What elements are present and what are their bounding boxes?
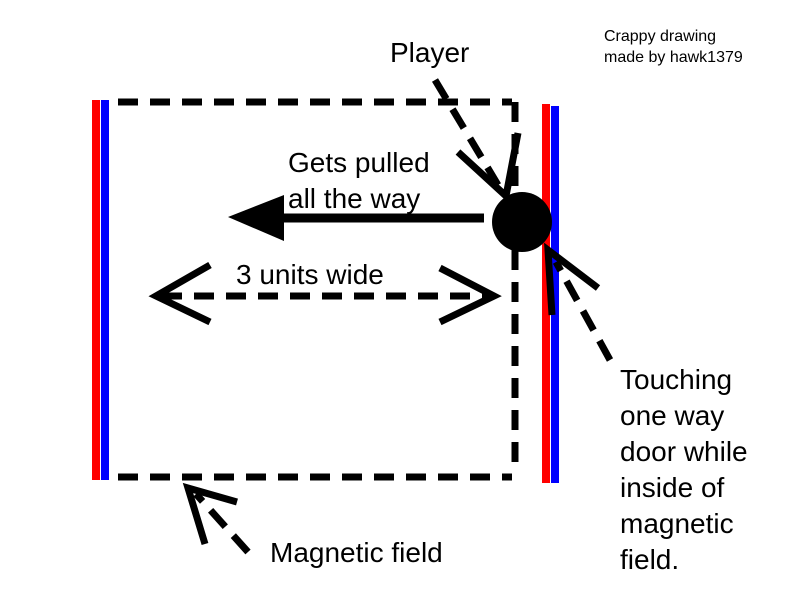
field-pointer-arrow xyxy=(182,482,251,555)
left-one-way-door xyxy=(92,100,109,480)
pulled-label-line-2: all the way xyxy=(288,183,420,214)
touching-pointer-arrow xyxy=(544,242,614,362)
credit-line-2: made by hawk1379 xyxy=(604,49,743,66)
touching-label-line-5: magnetic xyxy=(620,508,734,539)
player-label: Player xyxy=(390,37,469,68)
touching-label-line-3: door while xyxy=(620,436,748,467)
player-pointer-arrow xyxy=(431,78,522,203)
player-arrow-head xyxy=(455,132,522,203)
touching-label-line-2: one way xyxy=(620,400,724,431)
touching-label-line-4: inside of xyxy=(620,472,725,503)
player-arrow-shaft xyxy=(431,78,502,187)
pull-arrow-head xyxy=(228,195,284,241)
width-label: 3 units wide xyxy=(236,259,384,290)
field-arrow-shaft xyxy=(193,491,251,555)
touching-arrow-shaft xyxy=(552,260,614,362)
width-arrow-right-head xyxy=(438,264,502,326)
width-double-arrow xyxy=(148,261,502,326)
pulled-label-line-1: Gets pulled xyxy=(288,147,430,178)
touching-label-line-6: field. xyxy=(620,544,679,575)
credit-line-1: Crappy drawing xyxy=(604,28,716,45)
touching-label-line-1: Touching xyxy=(620,364,732,395)
field-arrow-head xyxy=(182,482,238,546)
touching-arrow-head xyxy=(544,242,601,316)
right-one-way-door xyxy=(542,104,559,483)
player-ball xyxy=(492,192,552,252)
pull-arrow xyxy=(228,195,484,241)
magnetic-field-label: Magnetic field xyxy=(270,537,443,568)
width-arrow-left-head xyxy=(148,261,212,326)
